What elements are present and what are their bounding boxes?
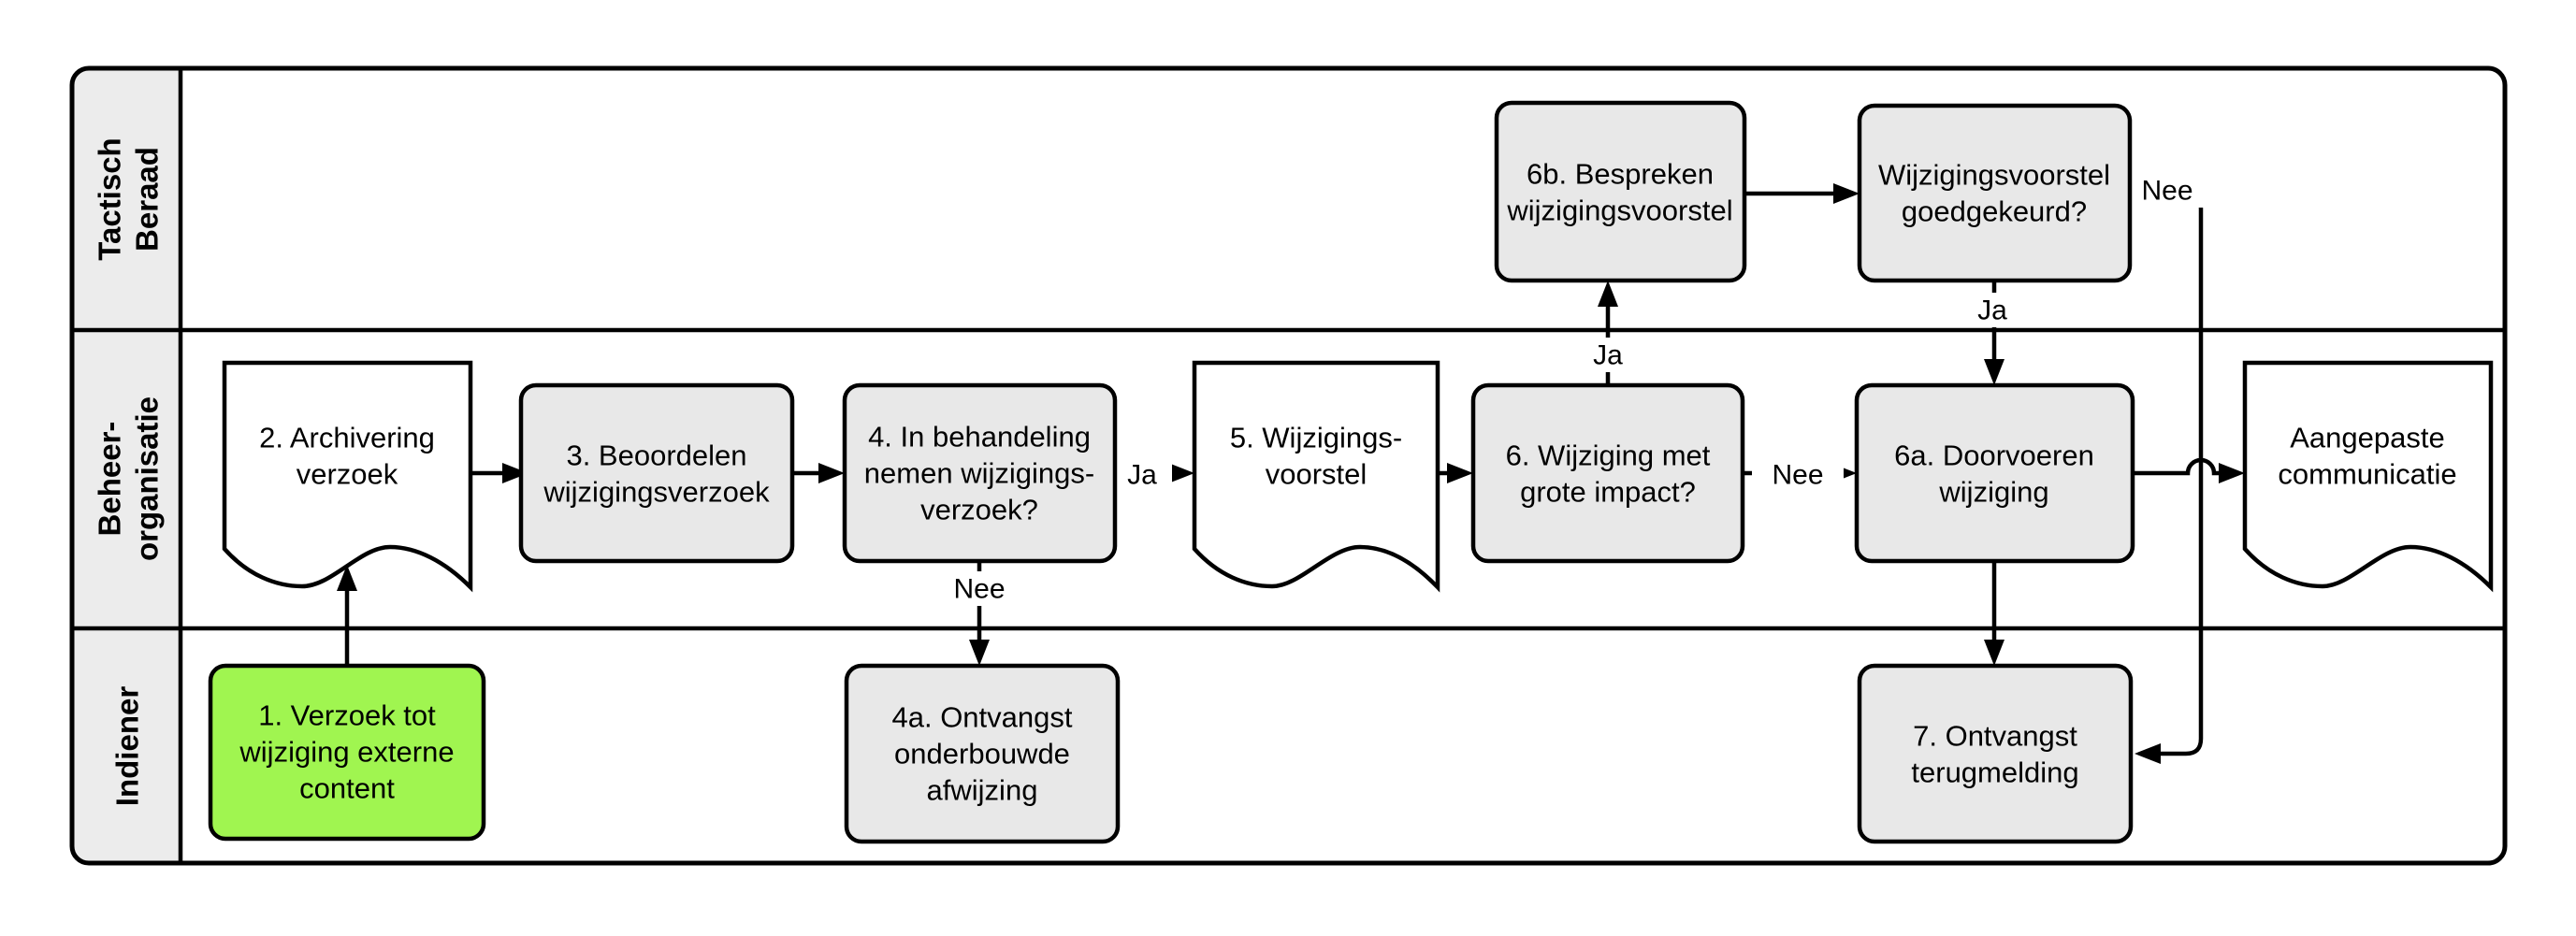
edge-label-nee-goedgekeurd-7: Nee — [2141, 176, 2192, 207]
node-wijzigingsvoorstel-goedgekeurd: Wijzigingsvoorstel goedgekeurd? — [1857, 103, 2133, 283]
node-6b-bespreken-wijzigingsvoorstel: 6b. Bespreken wijzigingsvoorstel — [1494, 100, 1747, 283]
node-label-line: onderbouwde — [894, 738, 1070, 770]
edge-6a-to-communicatie — [2133, 457, 2219, 476]
node-label-line: 4. In behandeling — [868, 421, 1091, 454]
document-shape — [1192, 360, 1440, 593]
arrowhead-right-icon — [2219, 463, 2245, 483]
node-label-line: 6a. Doorvoeren — [1894, 439, 2094, 472]
edges: Ja Nee Ja Nee Ja Nee — [337, 173, 2245, 764]
node-label-line: 6b. Bespreken — [1527, 158, 1714, 191]
node-label-line: wijzigingsvoorstel — [1506, 194, 1732, 227]
edge-label-bg — [1752, 456, 1844, 491]
lane-header-strip — [72, 68, 181, 863]
node-1-verzoek-tot-wijziging: 1. Verzoek tot wijziging externe content — [208, 663, 486, 842]
node-4-in-behandeling-nemen: 4. In behandeling nemen wijzigings- verz… — [842, 382, 1118, 564]
node-label-line: 6. Wijziging met — [1506, 439, 1711, 472]
node-label-line: 7. Ontvangst — [1913, 720, 2077, 753]
node-shape — [844, 663, 1121, 844]
node-shape — [1857, 663, 2134, 844]
edge-label-bg — [1963, 293, 2021, 327]
node-label-line: content — [299, 772, 395, 805]
arrowhead-right-icon — [1447, 463, 1473, 483]
node-label-line: goedgekeurd? — [1902, 195, 2087, 228]
diagram-frame — [69, 65, 2508, 866]
node-shape — [1470, 382, 1745, 564]
node-label-line: wijziging externe — [239, 736, 454, 769]
arrowhead-right-icon — [502, 463, 528, 483]
node-3-beoordelen-wijzigingsverzoek: 3. Beoordelen wijzigingsverzoek — [518, 382, 795, 564]
node-label-line: grote impact? — [1520, 476, 1696, 509]
edge-label-ja-4-5: Ja — [1127, 460, 1157, 491]
node-label-line: nemen wijzigings- — [864, 457, 1094, 490]
node-label-line: wijziging — [1938, 476, 2048, 509]
node-label-line: Aangepaste — [2290, 422, 2444, 454]
node-shape — [518, 382, 795, 564]
node-shape — [1854, 382, 2135, 564]
document-5-wijzigingsvoorstel: 5. Wijzigings- voorstel — [1192, 360, 1440, 593]
arrowhead-up-icon — [1598, 281, 1618, 307]
arrowhead-right-icon — [1833, 183, 1860, 204]
node-shape — [208, 663, 486, 842]
lane-label-line: organisatie — [130, 396, 165, 561]
arrowhead-up-icon — [337, 565, 357, 591]
edge-label-bg — [1579, 338, 1637, 372]
node-shape — [1494, 100, 1747, 283]
node-shape — [1857, 103, 2133, 283]
node-6a-doorvoeren-wijziging: 6a. Doorvoeren wijziging — [1854, 382, 2135, 564]
node-label-line: wijzigingsverzoek — [543, 476, 770, 509]
swimlane-label-indiener: Indiener — [110, 686, 145, 807]
node-label-line: communicatie — [2278, 458, 2456, 491]
lane-label-line: Tactisch — [93, 137, 127, 260]
document-2-archivering-verzoek: 2. Archivering verzoek — [222, 360, 473, 593]
node-label-line: 5. Wijzigings- — [1230, 422, 1402, 454]
lane-label-line: Indiener — [110, 686, 145, 807]
node-label-line: terugmelding — [1911, 756, 2078, 789]
node-label-line: verzoek? — [920, 494, 1038, 526]
document-shape — [222, 360, 473, 593]
node-label-line: afwijzing — [927, 774, 1038, 807]
lane-label-line: Beraad — [130, 147, 165, 252]
node-label-line: 3. Beoordelen — [566, 439, 746, 472]
node-label-line: voorstel — [1266, 458, 1368, 491]
edge-label-nee-6-6a: Nee — [1772, 460, 1823, 491]
node-7-ontvangst-terugmelding: 7. Ontvangst terugmelding — [1857, 663, 2134, 844]
arrowhead-down-icon — [1984, 359, 2004, 385]
node-label-line: Wijzigingsvoorstel — [1878, 159, 2110, 192]
arrowhead-right-icon — [1168, 463, 1194, 483]
edge-label-bg — [2127, 173, 2207, 208]
node-label-line: 4a. Ontvangst — [891, 701, 1072, 734]
node-6-wijziging-grote-impact: 6. Wijziging met grote impact? — [1470, 382, 1745, 564]
swimlane-label-tactisch-beraad: Tactisch Beraad — [93, 137, 165, 260]
arrowhead-right-icon — [818, 463, 845, 483]
node-label-line: 1. Verzoek tot — [258, 699, 436, 732]
node-4a-ontvangst-onderbouwde-afwijzing: 4a. Ontvangst onderbouwde afwijzing — [844, 663, 1121, 844]
node-shape — [842, 382, 1118, 564]
node-label-line: 2. Archivering — [259, 422, 435, 454]
edge-label-nee-4-4a: Nee — [953, 574, 1005, 605]
lane-label-line: Beheer- — [93, 422, 127, 537]
node-label-line: verzoek — [297, 458, 398, 491]
document-shape — [2242, 360, 2494, 593]
edge-label-bg — [933, 571, 1025, 606]
edge-label-ja-goedgekeurd-6a: Ja — [1977, 295, 2007, 326]
arrowhead-left-icon — [2135, 743, 2161, 764]
edge-label-bg — [1112, 456, 1172, 491]
arrowhead-down-icon — [1984, 640, 2004, 666]
edge-label-ja-6-6b: Ja — [1593, 340, 1623, 371]
document-aangepaste-communicatie: Aangepaste communicatie — [2242, 360, 2494, 593]
arrowhead-down-icon — [969, 640, 990, 666]
swimlane-label-beheer-organisatie: Beheer- organisatie — [93, 396, 165, 561]
